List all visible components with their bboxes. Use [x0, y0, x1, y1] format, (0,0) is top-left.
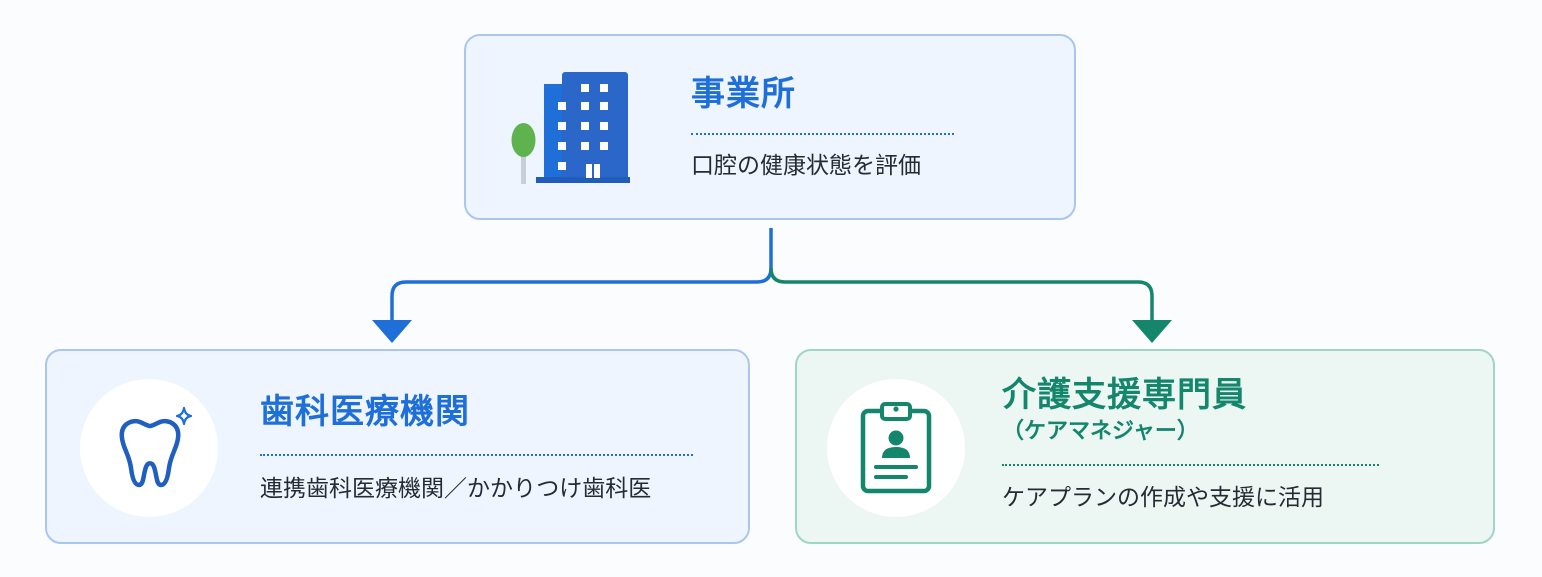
clipboard-person-icon	[860, 402, 932, 494]
arrowhead-care-manager	[1132, 320, 1172, 343]
dental-divider	[260, 454, 693, 456]
edge-office-to-dental	[390, 228, 773, 322]
office-title: 事業所	[691, 74, 796, 114]
office-card: 事業所 口腔の健康状態を評価	[464, 34, 1076, 220]
care-manager-divider	[1002, 464, 1379, 466]
care-manager-icon-badge	[827, 379, 965, 517]
care-manager-title: 介護支援専門員	[1002, 375, 1247, 415]
dental-description: 連携歯科医療機関／かかりつけ歯科医	[260, 476, 652, 502]
office-divider	[691, 133, 954, 135]
care-manager-description: ケアプランの作成や支援に活用	[1002, 485, 1324, 511]
dental-icon-badge	[80, 379, 218, 517]
office-description: 口腔の健康状態を評価	[691, 153, 921, 179]
dental-title: 歯科医療機関	[260, 392, 470, 432]
care-manager-card: 介護支援専門員 （ケアマネジャー） ケアプランの作成や支援に活用	[795, 349, 1495, 544]
edge-office-to-care-manager	[769, 267, 1154, 322]
office-building-icon	[511, 72, 630, 184]
dental-card: 歯科医療機関 連携歯科医療機関／かかりつけ歯科医	[45, 349, 750, 544]
care-manager-subtitle: （ケアマネジャー）	[1002, 419, 1199, 444]
arrowhead-dental	[372, 320, 412, 343]
tooth-icon	[119, 406, 193, 488]
